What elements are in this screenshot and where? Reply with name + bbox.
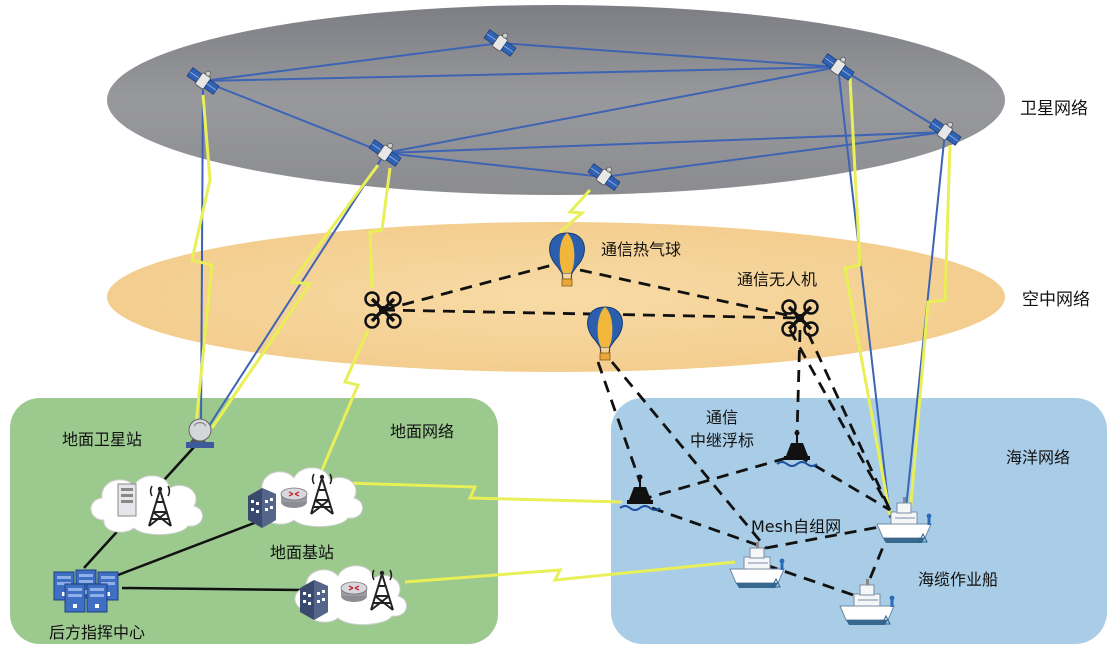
ground-satellite-station-icon bbox=[186, 418, 214, 448]
ocean-layer-label: 海洋网络 bbox=[1006, 448, 1070, 467]
router-icon-1 bbox=[280, 487, 308, 509]
ground-layer-label: 地面网络 bbox=[390, 422, 454, 441]
router-icon-2 bbox=[340, 581, 368, 603]
cable-ship-label: 海缆作业船 bbox=[918, 570, 998, 589]
wireless-links bbox=[190, 77, 952, 584]
air-layer bbox=[107, 222, 1005, 372]
air-layer-label: 空中网络 bbox=[1022, 290, 1090, 310]
ocean-layer bbox=[611, 398, 1107, 644]
ground-satellite-station-label: 地面卫星站 bbox=[62, 430, 142, 449]
balloon-label: 通信热气球 bbox=[601, 240, 681, 259]
relay-buoy-label-line1: 通信 bbox=[706, 408, 738, 427]
drone-label: 通信无人机 bbox=[737, 270, 817, 289]
server-icon bbox=[117, 483, 137, 517]
command-center-label: 后方指挥中心 bbox=[49, 623, 145, 642]
satellite-layer bbox=[107, 5, 1005, 195]
building-icon-2 bbox=[300, 580, 328, 620]
mesh-label: Mesh自组网 bbox=[751, 517, 841, 536]
satellite-layer-label: 卫星网络 bbox=[1020, 99, 1088, 119]
ground-base-station-label: 地面基站 bbox=[270, 543, 334, 562]
relay-buoy-label-line2: 中继浮标 bbox=[690, 431, 754, 450]
building-icon-1 bbox=[248, 488, 276, 528]
